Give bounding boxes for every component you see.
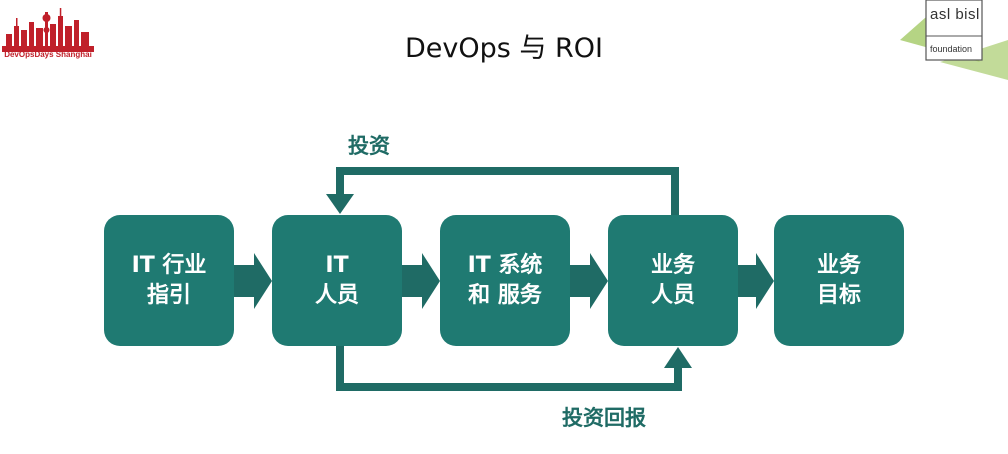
node-label-line1: 业务 xyxy=(816,252,861,278)
devopsdays-logo: DevOpsDays Shanghai xyxy=(2,4,94,62)
return-arrowhead xyxy=(664,347,692,368)
return-loop-line xyxy=(336,346,682,391)
arrow-1-to-2 xyxy=(234,253,272,309)
return-on-investment-label: 投资回报 xyxy=(562,406,646,430)
asl-bisl-logo: asl bisl foundation xyxy=(900,0,1008,80)
node-label-line1: IT 行业 xyxy=(131,252,207,278)
node-business-goals: 业务 目标 xyxy=(774,215,904,346)
logo-text-top: asl bisl xyxy=(930,6,980,23)
node-label-line1: 业务 xyxy=(650,252,695,278)
page-title: DevOps 与 ROI xyxy=(405,33,603,64)
investment-loop-line xyxy=(336,167,679,215)
node-it-staff: IT 人员 xyxy=(272,215,402,346)
logo-caption: DevOpsDays Shanghai xyxy=(4,50,92,59)
investment-label: 投资 xyxy=(348,134,390,158)
node-label-line2: 和 服务 xyxy=(468,282,542,308)
node-business-staff: 业务 人员 xyxy=(608,215,738,346)
logo-text-bottom: foundation xyxy=(930,44,973,54)
asl-bisl-emblem-icon xyxy=(900,0,1008,80)
arrow-3-to-4 xyxy=(570,253,608,309)
node-label-line2: 人员 xyxy=(650,282,695,308)
node-it-systems-services: IT 系统 和 服务 xyxy=(440,215,570,346)
arrow-4-to-5 xyxy=(738,253,774,309)
node-label-line2: 指引 xyxy=(146,282,191,308)
node-label-line1: IT xyxy=(325,252,349,278)
investment-arrowhead xyxy=(326,194,354,214)
node-it-industry-guidance: IT 行业 指引 xyxy=(104,215,234,346)
skyline-icon xyxy=(2,8,94,52)
node-label-line2: 目标 xyxy=(816,282,861,308)
node-label-line1: IT 系统 xyxy=(467,252,543,278)
node-label-line2: 人员 xyxy=(314,282,359,308)
arrow-2-to-3 xyxy=(402,253,440,309)
